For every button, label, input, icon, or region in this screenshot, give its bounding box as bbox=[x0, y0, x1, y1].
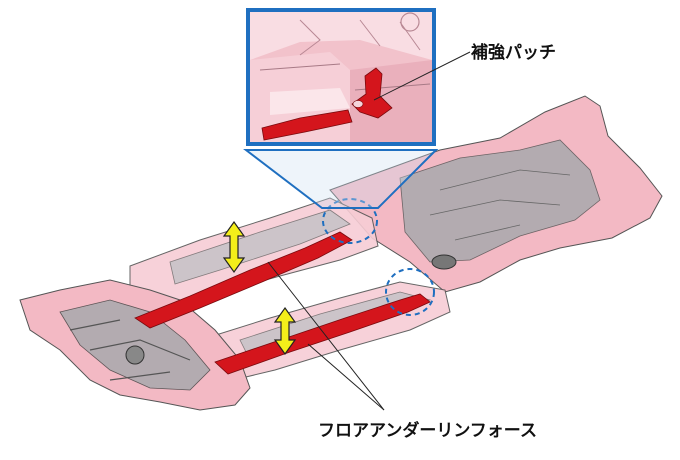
leader-line-reinforce-upper bbox=[267, 261, 385, 411]
front-mount bbox=[125, 345, 145, 365]
patch-label: 補強パッチ bbox=[471, 43, 556, 63]
callout-wedge bbox=[243, 149, 439, 209]
leader-line-patch bbox=[373, 51, 471, 101]
rear-floor-grey bbox=[399, 139, 601, 263]
upper-reinforcement bbox=[134, 231, 353, 329]
highlight-circle-upper bbox=[322, 198, 378, 244]
floor-reinforcements bbox=[134, 231, 431, 375]
spare-well bbox=[431, 254, 457, 270]
leader-line-reinforce-lower bbox=[307, 343, 385, 411]
lower-reinforcement bbox=[214, 293, 431, 375]
highlight-circle-lower bbox=[385, 268, 435, 316]
upper-side-sill-grey bbox=[169, 209, 351, 285]
inset-reinforcement bbox=[261, 109, 353, 141]
rear-floor-detail bbox=[429, 169, 571, 241]
double-arrow-icon bbox=[222, 220, 246, 274]
inset-detail bbox=[246, 8, 436, 146]
inset-frame bbox=[246, 8, 436, 146]
double-arrow-icon bbox=[273, 306, 297, 356]
front-structure-grey bbox=[59, 299, 211, 391]
front-crossmember bbox=[69, 319, 191, 381]
floor-reinforce-label: フロアアンダーリンフォース bbox=[318, 421, 537, 441]
